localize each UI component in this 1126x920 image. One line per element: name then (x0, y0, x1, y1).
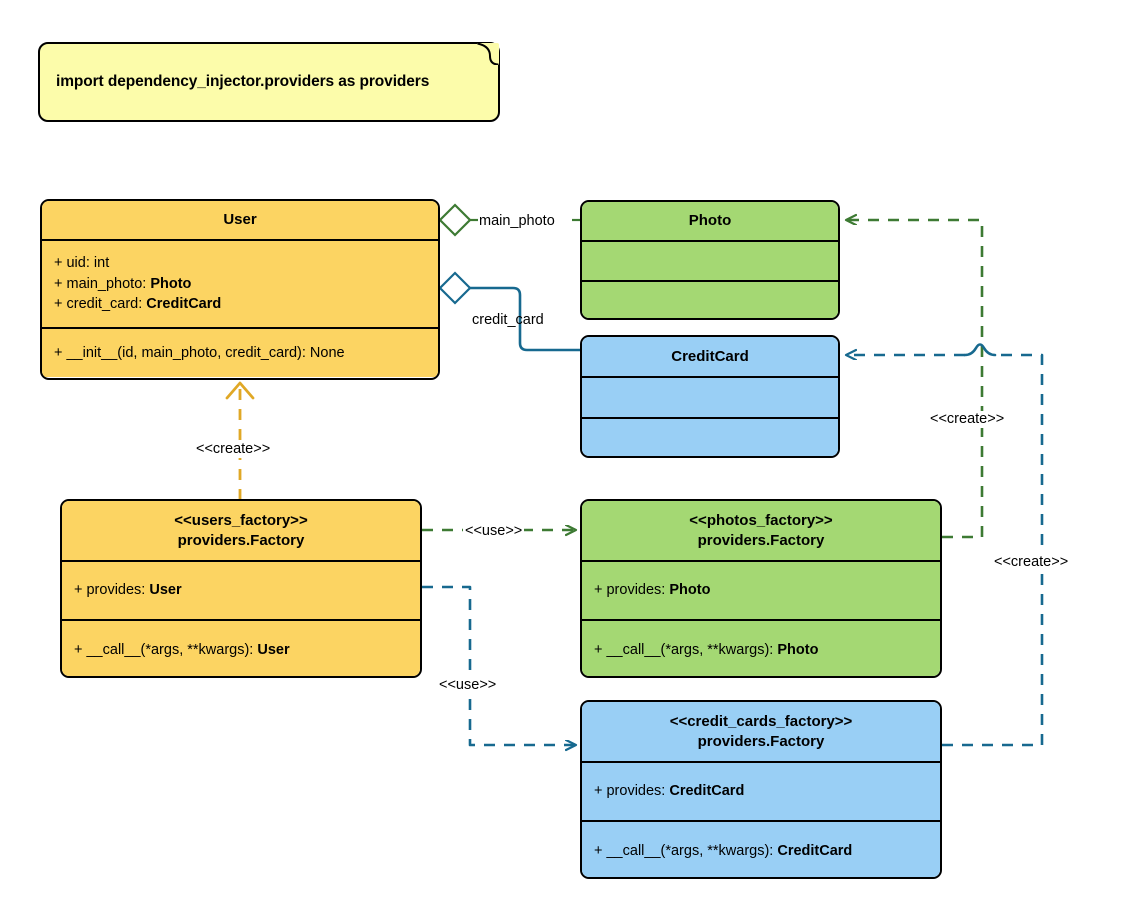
note-import: import dependency_injector.providers as … (38, 42, 500, 122)
class-users-factory-stereotype: <<users_factory>> (174, 512, 308, 530)
aggregation-diamond-green (438, 203, 472, 237)
class-photos-factory-stereotype: <<photos_factory>> (689, 512, 833, 530)
edge-label-credit-card: credit_card (472, 312, 544, 328)
attribute-row: + main_photo: Photo (54, 275, 192, 292)
line-hop-jump (963, 343, 997, 357)
edge-label-main-photo: main_photo (478, 213, 556, 230)
class-photo-header: Photo (582, 202, 838, 242)
note-folded-corner-icon (477, 43, 499, 65)
class-credit-card-attributes (582, 378, 838, 419)
attribute-row: + provides: Photo (594, 582, 711, 599)
method-row: + __call__(*args, **kwargs): Photo (594, 642, 819, 659)
class-users-factory-methods: + __call__(*args, **kwargs): User (62, 621, 420, 676)
class-photo-methods (582, 282, 838, 318)
class-photos-factory-name: providers.Factory (697, 531, 825, 549)
class-photos-factory-header: <<photos_factory>> providers.Factory (582, 501, 940, 562)
aggregation-diamond-blue (438, 271, 472, 305)
method-row: + __init__(id, main_photo, credit_card):… (54, 344, 345, 361)
class-users-factory-name: providers.Factory (177, 531, 305, 549)
attribute-row: + credit_card: CreditCard (54, 296, 222, 313)
class-photo-name: Photo (688, 212, 732, 230)
edge-label-create-user: <<create>> (194, 441, 273, 458)
class-user-header: User (42, 201, 438, 241)
class-credit-cards-factory-header: <<credit_cards_factory>> providers.Facto… (582, 702, 940, 763)
class-user-name: User (223, 211, 257, 229)
method-row: + __call__(*args, **kwargs): CreditCard (594, 843, 853, 860)
class-user-attributes: + uid: int + main_photo: Photo + credit_… (42, 241, 438, 329)
edge-photos-factory-creates-photo (846, 220, 984, 539)
edge-users-factory-uses-credit-cards-factory (422, 585, 576, 745)
attribute-row: + provides: CreditCard (594, 783, 745, 800)
attribute-row: + provides: User (74, 582, 182, 599)
class-credit-card-header: CreditCard (582, 337, 838, 378)
class-users-factory-header: <<users_factory>> providers.Factory (62, 501, 420, 562)
edge-label-use-photos-factory: <<use>> (463, 523, 525, 540)
class-user-methods: + __init__(id, main_photo, credit_card):… (42, 329, 438, 377)
attribute-row: + uid: int (54, 255, 110, 272)
edge-label-create-credit-card: <<create>> (992, 554, 1071, 571)
class-credit-cards-factory-name: providers.Factory (697, 732, 825, 750)
class-photos-factory-methods: + __call__(*args, **kwargs): Photo (582, 621, 940, 676)
class-box-photos-factory[interactable]: <<photos_factory>> providers.Factory + p… (580, 499, 942, 678)
edge-label-use-credit-cards-factory: <<use>> (437, 677, 499, 694)
method-row: + __call__(*args, **kwargs): User (74, 642, 290, 659)
class-photos-factory-attributes: + provides: Photo (582, 562, 940, 621)
edge-label-create-photo: <<create>> (928, 411, 1007, 428)
open-arrowhead-yellow (225, 381, 255, 400)
class-box-credit-card[interactable]: CreditCard (580, 335, 840, 458)
class-box-photo[interactable]: Photo (580, 200, 840, 320)
class-photo-attributes (582, 242, 838, 282)
class-users-factory-attributes: + provides: User (62, 562, 420, 621)
class-box-credit-cards-factory[interactable]: <<credit_cards_factory>> providers.Facto… (580, 700, 942, 879)
class-credit-cards-factory-methods: + __call__(*args, **kwargs): CreditCard (582, 822, 940, 877)
class-credit-cards-factory-attributes: + provides: CreditCard (582, 763, 940, 822)
class-credit-cards-factory-stereotype: <<credit_cards_factory>> (669, 713, 853, 731)
class-box-users-factory[interactable]: <<users_factory>> providers.Factory + pr… (60, 499, 422, 678)
class-credit-card-name: CreditCard (671, 347, 749, 365)
class-box-user[interactable]: User + uid: int + main_photo: Photo + cr… (40, 199, 440, 380)
class-credit-card-methods (582, 419, 838, 456)
note-text: import dependency_injector.providers as … (56, 73, 430, 90)
